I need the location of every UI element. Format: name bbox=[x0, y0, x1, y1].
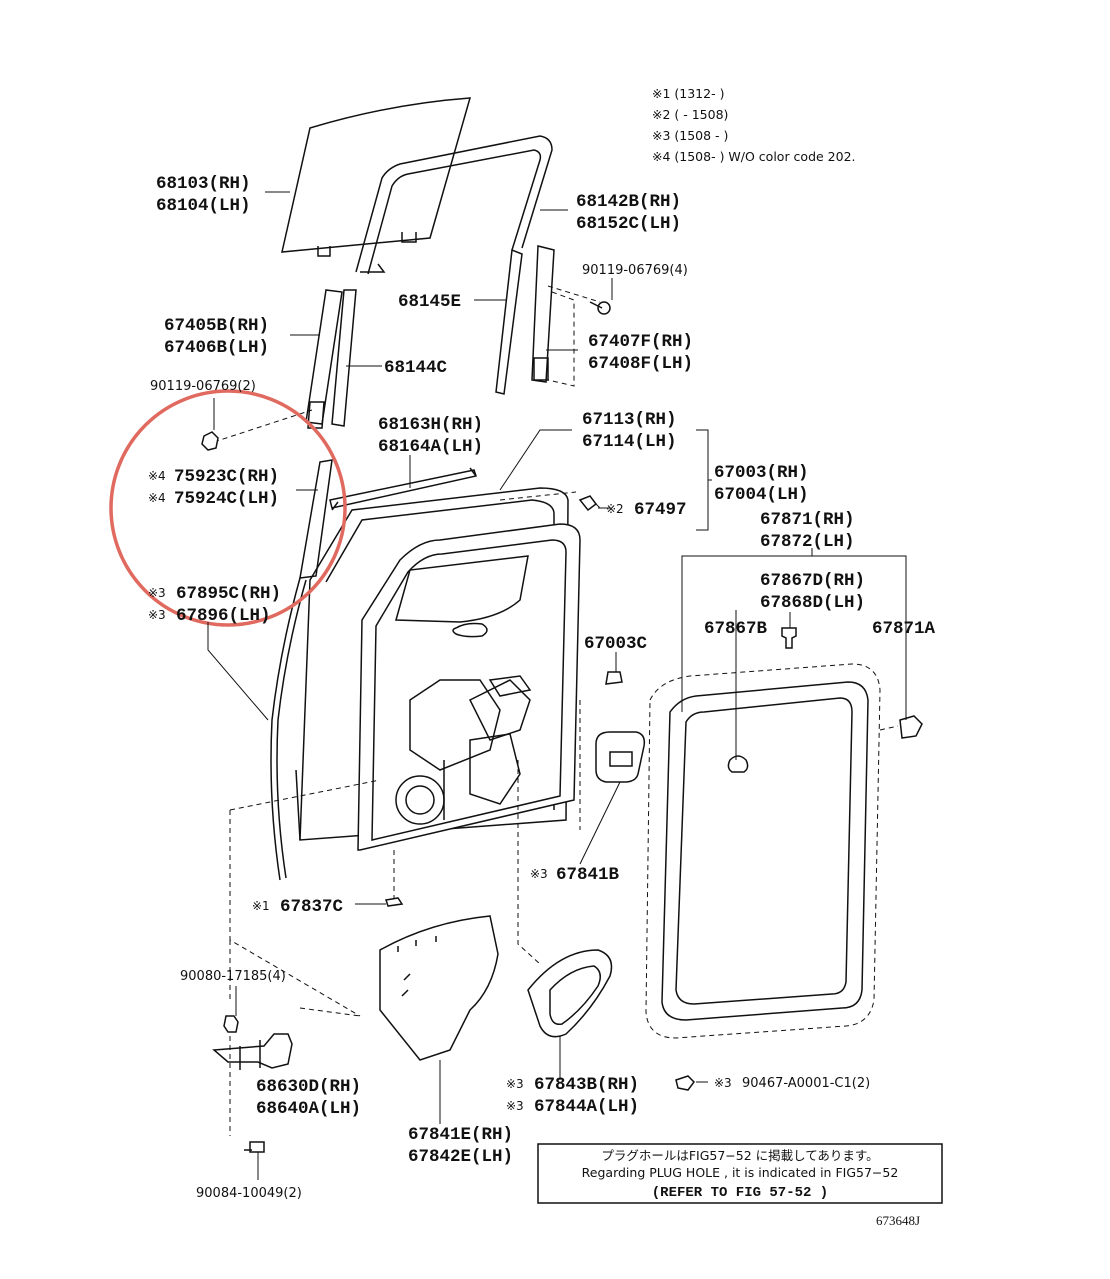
assembly-dashes-shape bbox=[229, 700, 581, 1017]
label-67872: 67872(LH) bbox=[760, 532, 855, 552]
weatherstrip-shape bbox=[270, 577, 307, 881]
clips-shape bbox=[727, 627, 923, 773]
note-1: ※1 (1312- ) bbox=[652, 86, 724, 101]
glass-run-shape bbox=[355, 135, 553, 275]
mark-3-d: ※3 bbox=[506, 1077, 524, 1091]
label-68640a: 68640A(LH) bbox=[256, 1099, 361, 1119]
label-67895c: 67895C(RH) bbox=[176, 584, 281, 604]
highlight-circle bbox=[109, 389, 347, 627]
mark-1: ※1 bbox=[252, 899, 270, 913]
mark-2: ※2 bbox=[606, 502, 624, 516]
label-67896: 67896(LH) bbox=[176, 606, 271, 626]
label-67407f: 67407F(RH) bbox=[588, 332, 693, 352]
clip-90467-shape bbox=[675, 1075, 695, 1091]
label-90119-a: 90119-06769(4) bbox=[582, 263, 688, 278]
label-67871: 67871(RH) bbox=[760, 510, 855, 530]
handle-cover-shape bbox=[527, 949, 613, 1080]
label-67837c: 67837C bbox=[280, 897, 344, 917]
part-labels: 68103(RH) 68104(LH) 68142B(RH) 68152C(LH… bbox=[148, 174, 936, 1201]
mark-3-a: ※3 bbox=[148, 586, 166, 600]
label-68144c: 68144C bbox=[384, 358, 448, 378]
note-2: ※2 ( - 1508) bbox=[652, 107, 728, 122]
mark-4-a: ※4 bbox=[148, 469, 166, 483]
label-68630d: 68630D(RH) bbox=[256, 1077, 361, 1097]
label-68152c: 68152C(LH) bbox=[576, 214, 681, 234]
label-67003: 67003(RH) bbox=[714, 463, 809, 483]
garnish-shape bbox=[299, 459, 333, 579]
label-68142b: 68142B(RH) bbox=[576, 192, 681, 212]
label-68145e: 68145E bbox=[398, 292, 461, 312]
front-frame-shape bbox=[201, 289, 357, 451]
label-67114: 67114(LH) bbox=[582, 432, 677, 452]
label-67842e: 67842E(LH) bbox=[408, 1147, 513, 1167]
door-glass-shape bbox=[281, 97, 472, 257]
reference-line-en: Regarding PLUG HOLE , it is indicated in… bbox=[582, 1165, 899, 1180]
mark-3-f: ※3 bbox=[714, 1076, 732, 1090]
label-67497: 67497 bbox=[634, 500, 687, 520]
label-67841e: 67841E(RH) bbox=[408, 1125, 513, 1145]
applicability-notes: ※1 (1312- ) ※2 ( - 1508) ※3 (1508 - ) ※4… bbox=[652, 86, 856, 164]
label-90084: 90084-10049(2) bbox=[196, 1186, 302, 1201]
label-67406b: 67406B(LH) bbox=[164, 338, 269, 358]
mark-4-b: ※4 bbox=[148, 491, 166, 505]
figure-id: 673648J bbox=[876, 1213, 920, 1228]
label-67843b: 67843B(RH) bbox=[534, 1075, 639, 1095]
label-67841b: 67841B bbox=[556, 865, 620, 885]
label-75923c: 75923C(RH) bbox=[174, 467, 279, 487]
label-67871a: 67871A bbox=[872, 619, 936, 639]
note-4: ※4 (1508- ) W/O color code 202. bbox=[652, 149, 856, 164]
label-67408f: 67408F(LH) bbox=[588, 354, 693, 374]
label-68163h: 68163H(RH) bbox=[378, 415, 483, 435]
cover-shape bbox=[595, 731, 646, 783]
label-90467: 90467-A0001-C1(2) bbox=[742, 1076, 870, 1091]
label-68104: 68104(LH) bbox=[156, 196, 251, 216]
reference-line-jp: プラグホールはFIG57−52 に掲載してあります。 bbox=[601, 1148, 878, 1163]
reference-box: プラグホールはFIG57−52 に掲載してあります。 Regarding PLU… bbox=[537, 1143, 943, 1204]
service-hole-cover-shape bbox=[379, 915, 499, 1124]
door-weatherstrip-ring-shape bbox=[645, 663, 881, 1039]
hinge-shape bbox=[212, 1015, 293, 1153]
label-67867d: 67867D(RH) bbox=[760, 571, 865, 591]
label-67868d: 67868D(LH) bbox=[760, 593, 865, 613]
inner-door-frame-shape bbox=[357, 523, 581, 851]
mark-3-c: ※3 bbox=[530, 867, 548, 881]
hole-plug-shape bbox=[385, 850, 404, 907]
rear-channels-shape bbox=[495, 245, 611, 395]
label-67405b: 67405B(RH) bbox=[164, 316, 269, 336]
leader-lines bbox=[207, 191, 907, 1180]
label-67844a: 67844A(LH) bbox=[534, 1097, 639, 1117]
mark-3-e: ※3 bbox=[506, 1099, 524, 1113]
belt-moulding-shape bbox=[329, 467, 477, 511]
label-68103: 68103(RH) bbox=[156, 174, 251, 194]
label-67004: 67004(LH) bbox=[714, 485, 809, 505]
label-67003c: 67003C bbox=[584, 634, 648, 654]
label-75924c: 75924C(LH) bbox=[174, 489, 279, 509]
mark-3-b: ※3 bbox=[148, 608, 166, 622]
label-90080: 90080-17185(4) bbox=[180, 969, 286, 984]
label-67867b: 67867B bbox=[704, 619, 768, 639]
label-68164a: 68164A(LH) bbox=[378, 437, 483, 457]
label-67113: 67113(RH) bbox=[582, 410, 677, 430]
label-90119-b: 90119-06769(2) bbox=[150, 379, 256, 394]
cushion-shape bbox=[605, 671, 623, 685]
note-3: ※3 (1508 - ) bbox=[652, 128, 728, 143]
reference-line-refer: (REFER TO FIG 57-52 ) bbox=[652, 1185, 828, 1201]
